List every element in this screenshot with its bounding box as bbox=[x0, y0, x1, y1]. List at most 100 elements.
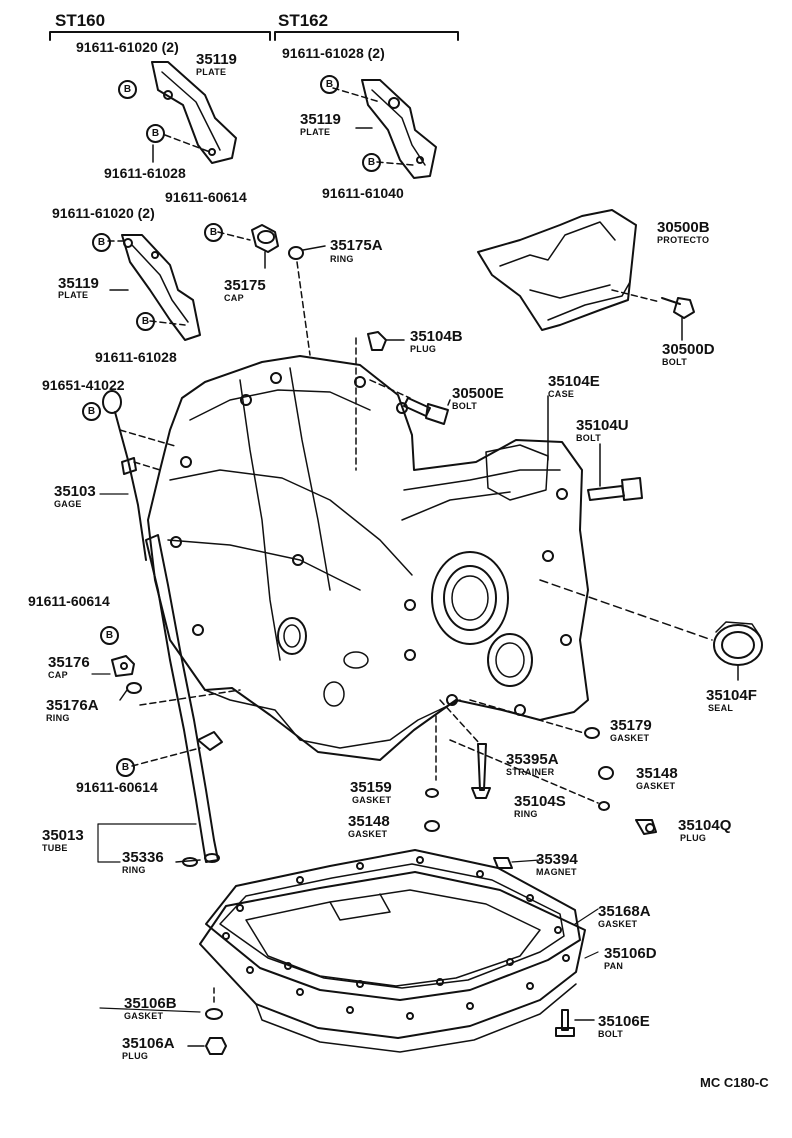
ring-35104s bbox=[598, 801, 610, 811]
plug-35106a bbox=[205, 1037, 227, 1055]
bolt-marker-icon: B bbox=[146, 124, 165, 143]
part-number-label: 30500E bbox=[452, 385, 504, 402]
part-name-label: GAGE bbox=[54, 499, 82, 509]
part-name-label: PLATE bbox=[196, 67, 227, 77]
part-number-label: 35013 bbox=[42, 827, 84, 844]
part-number-label: 35148 bbox=[348, 813, 390, 830]
part-number-label: 91651-41022 bbox=[42, 377, 125, 393]
part-number-label: 35106A bbox=[122, 1035, 175, 1052]
part-number-label: 35159 bbox=[350, 779, 392, 796]
part-number-label: 91611-60614 bbox=[28, 593, 110, 609]
protector-30500b bbox=[477, 209, 637, 331]
part-number-label: 35168A bbox=[598, 903, 651, 920]
part-name-label: MAGNET bbox=[536, 867, 577, 877]
part-name-label: GASKET bbox=[598, 919, 638, 929]
part-number-label: 91611-60614 bbox=[165, 189, 247, 205]
oil-pan-35106d bbox=[199, 871, 586, 1053]
part-number-label: 35336 bbox=[122, 849, 164, 866]
ring-35176a bbox=[126, 682, 142, 694]
part-number-label: 35119 bbox=[58, 275, 99, 292]
gasket-35148-b bbox=[424, 820, 440, 832]
part-name-label: RING bbox=[122, 865, 146, 875]
part-name-label: PLATE bbox=[58, 290, 89, 300]
figure-code: MC C180-C bbox=[700, 1075, 769, 1090]
part-number-label: 35176A bbox=[46, 697, 99, 714]
bolt-marker-icon: B bbox=[92, 233, 111, 252]
part-name-label: BOLT bbox=[576, 433, 602, 443]
part-name-label: RING bbox=[46, 713, 70, 723]
bolt-marker-icon: B bbox=[362, 153, 381, 172]
magnet-35394 bbox=[493, 857, 513, 869]
part-number-label: 91611-61040 bbox=[322, 185, 404, 201]
variant-st160-label: ST160 bbox=[55, 11, 106, 30]
part-name-label: BOLT bbox=[452, 401, 478, 411]
part-name-label: TUBE bbox=[42, 843, 68, 853]
part-number-label: 35106E bbox=[598, 1013, 650, 1030]
part-number-label: 35104E bbox=[548, 373, 600, 390]
part-number-label: 35175 bbox=[224, 277, 266, 294]
part-number-label: 30500B bbox=[657, 219, 710, 236]
plate-35119-st160 bbox=[151, 61, 237, 164]
gasket-35179 bbox=[584, 727, 600, 739]
plug-35104q bbox=[635, 819, 657, 835]
gasket-35159 bbox=[425, 788, 439, 798]
plate-35119-lower bbox=[121, 234, 201, 341]
part-number-label: 35104Q bbox=[678, 817, 732, 834]
part-name-label: GASKET bbox=[348, 829, 388, 839]
bolt-marker-icon: B bbox=[118, 80, 137, 99]
bolt-marker-icon: B bbox=[204, 223, 223, 242]
part-number-label: 91611-61028 bbox=[104, 165, 186, 181]
seal-35104f bbox=[713, 621, 763, 666]
bolt-marker-icon: B bbox=[136, 312, 155, 331]
bolt-30500e bbox=[403, 397, 449, 425]
plug-35104b bbox=[367, 331, 387, 351]
transaxle-case bbox=[147, 355, 589, 761]
bolt-marker-icon: B bbox=[100, 626, 119, 645]
part-name-label: STRAINER bbox=[506, 767, 555, 777]
gasket-35106b bbox=[205, 1008, 223, 1020]
part-number-label: 30500D bbox=[662, 341, 715, 358]
part-number-label: 35106B bbox=[124, 995, 177, 1012]
bolt-marker-icon: B bbox=[116, 758, 135, 777]
bolt-marker-icon: B bbox=[320, 75, 339, 94]
pan-gasket-35168a bbox=[205, 849, 581, 1001]
part-number-label: 35104S bbox=[514, 793, 566, 810]
part-number-label: 91611-61028 bbox=[95, 349, 177, 365]
part-number-label: 35394 bbox=[536, 851, 578, 868]
plate-35119-st162 bbox=[361, 79, 437, 179]
part-number-label: 35148 bbox=[636, 765, 678, 782]
part-number-label: 91611-61020 (2) bbox=[76, 39, 179, 55]
part-number-label: 35119 bbox=[300, 111, 341, 128]
part-number-label: 35104F bbox=[706, 687, 757, 704]
part-name-label: PLUG bbox=[410, 344, 437, 354]
part-number-label: 91611-61028 (2) bbox=[282, 45, 385, 61]
part-name-label: RING bbox=[330, 254, 354, 264]
part-number-label: 35103 bbox=[54, 483, 96, 500]
part-name-label: GASKET bbox=[610, 733, 650, 743]
part-name-label: PLUG bbox=[680, 833, 707, 843]
part-name-label: GASKET bbox=[636, 781, 676, 791]
ring-35175a bbox=[288, 246, 304, 260]
part-name-label: PAN bbox=[604, 961, 624, 971]
part-name-label: PLUG bbox=[122, 1051, 149, 1061]
part-name-label: SEAL bbox=[708, 703, 734, 713]
part-name-label: BOLT bbox=[662, 357, 688, 367]
part-number-label: 35104B bbox=[410, 328, 463, 345]
part-name-label: CAP bbox=[48, 670, 68, 680]
tube-35013 bbox=[145, 534, 223, 863]
part-number-label: 35176 bbox=[48, 654, 90, 671]
gasket-35148-a bbox=[598, 766, 614, 780]
part-name-label: CASE bbox=[548, 389, 575, 399]
strainer-35395a bbox=[471, 743, 491, 799]
bolt-35104u bbox=[587, 477, 643, 501]
part-number-label: 35179 bbox=[610, 717, 652, 734]
part-name-label: GASKET bbox=[124, 1011, 164, 1021]
bolt-35106e bbox=[555, 1009, 575, 1037]
part-name-label: PLATE bbox=[300, 127, 331, 137]
cap-35175 bbox=[251, 224, 279, 253]
part-name-label: RING bbox=[514, 809, 538, 819]
part-name-label: GASKET bbox=[352, 795, 392, 805]
part-number-label: 35175A bbox=[330, 237, 383, 254]
